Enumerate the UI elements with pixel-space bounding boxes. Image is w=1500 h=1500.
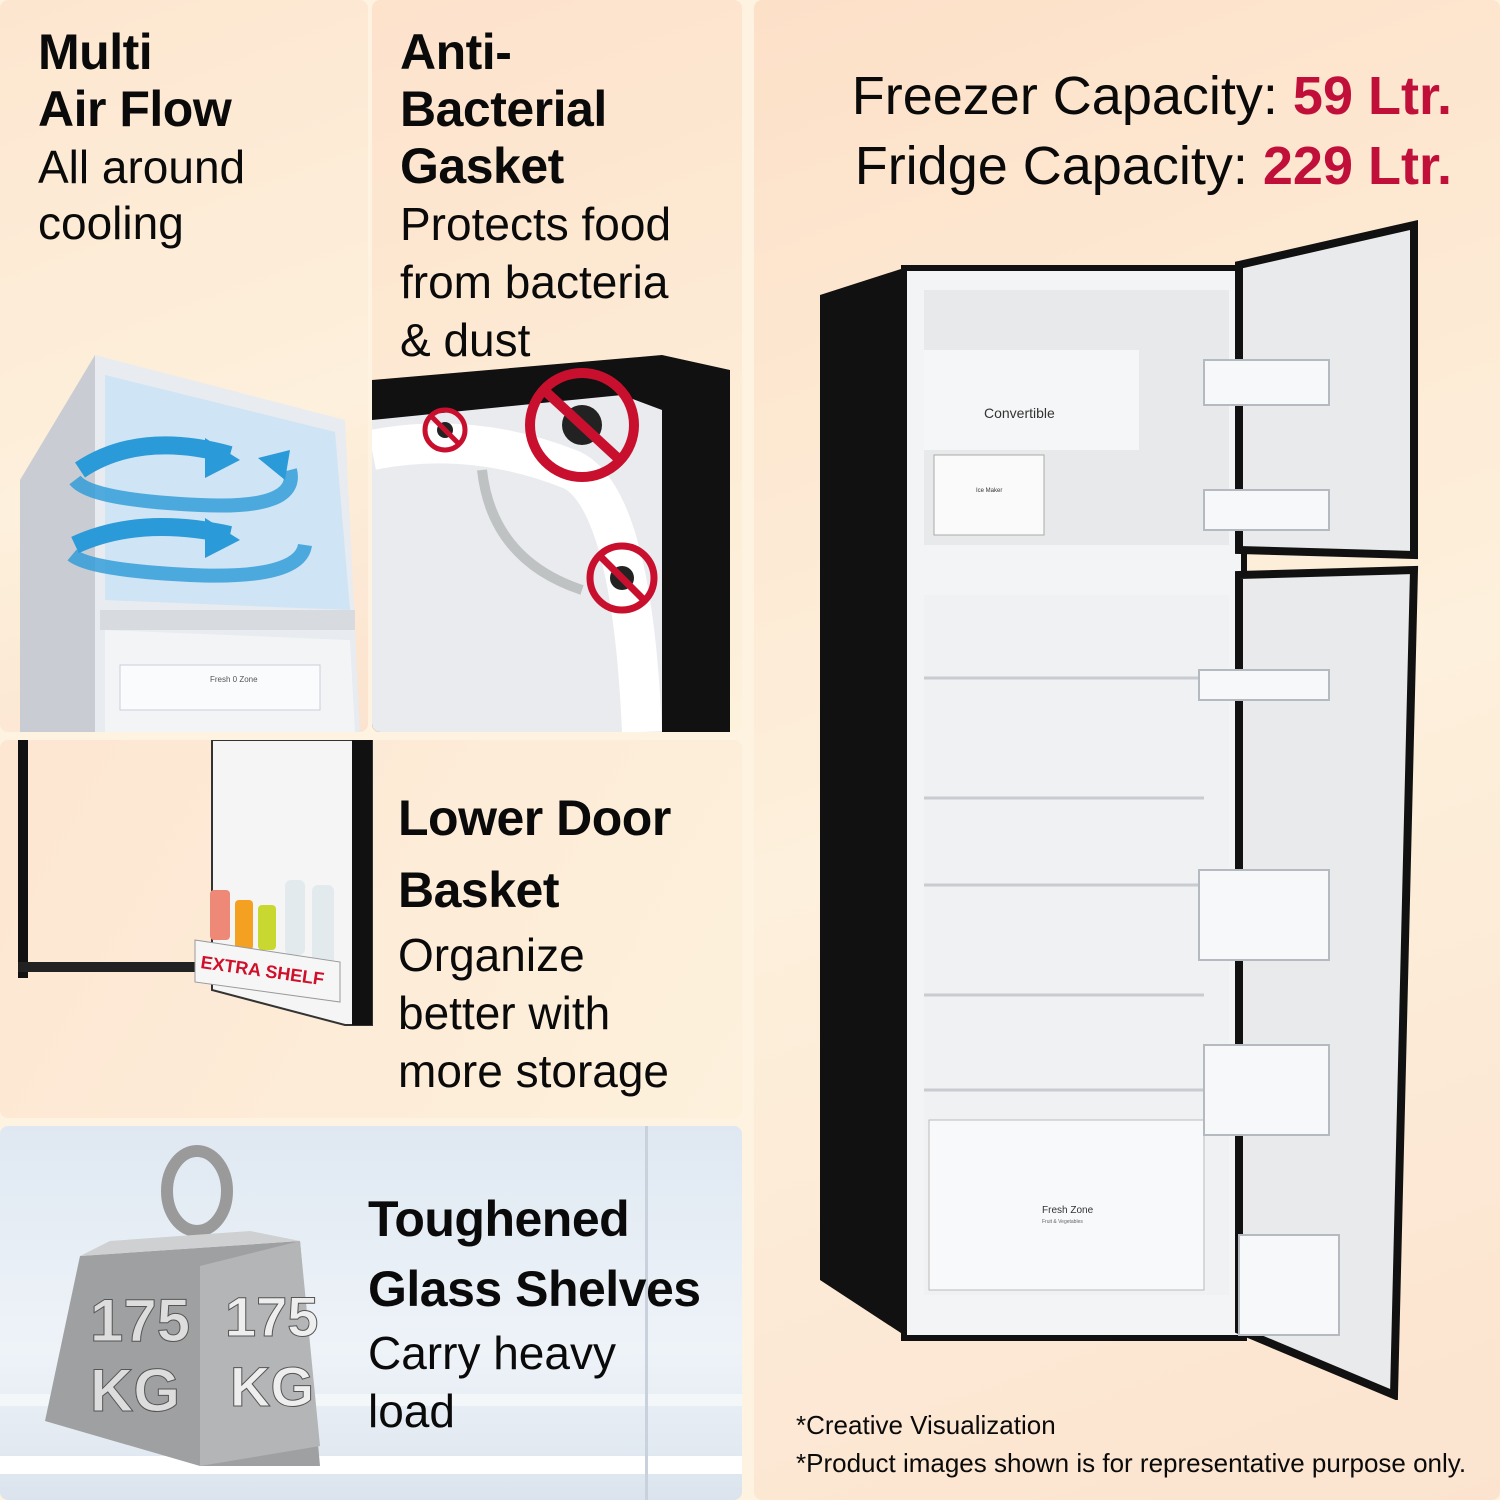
capacity-panel: Freezer Capacity: 59 Ltr. Fridge Capacit… [754, 0, 1500, 1500]
fresh-zone-drawer-label: Fresh 0 Zone [210, 675, 258, 684]
gasket-panel: Anti- Bacterial Gasket Protects food fro… [372, 0, 742, 732]
weight-unit-side: KG [230, 1355, 314, 1418]
door-basket-title-2: Basket [398, 862, 559, 918]
freezer-capacity-label: Freezer Capacity: [851, 66, 1278, 126]
air-flow-desc-2: cooling [38, 197, 184, 249]
gasket-desc-3: & dust [400, 314, 531, 366]
glass-shelves-desc-2: load [368, 1385, 455, 1437]
gasket-title-3: Gasket [400, 138, 564, 194]
fridge-capacity-value: 229 Ltr. [1262, 136, 1452, 196]
weight-unit-front: KG [90, 1357, 180, 1424]
representative-purpose-note: *Product images shown is for representat… [796, 1448, 1467, 1478]
door-basket-title-1: Lower Door [398, 790, 671, 846]
weight-175kg-illustration: 175 KG 175 KG [0, 1126, 742, 1500]
gasket-desc-1: Protects food [400, 198, 672, 250]
fridge-capacity: Fridge Capacity: 229 Ltr. [855, 136, 1452, 196]
door-basket-desc-2: better with [398, 987, 611, 1039]
ice-maker-label: Ice Maker [976, 488, 1002, 494]
door-basket-desc-1: Organize [398, 929, 585, 981]
airflow-fridge-illustration: Fresh 0 Zone [20, 355, 360, 732]
weight-number-front: 175 [90, 1287, 190, 1354]
convertible-label: Convertible [984, 405, 1055, 421]
bacteria-prohibited-icon [586, 542, 658, 614]
door-basket-panel: EXTRA SHELF Lower Door Basket Organize b… [0, 740, 742, 1118]
air-flow-title-1: Multi [38, 24, 153, 80]
gasket-title-1: Anti- [400, 24, 512, 80]
multi-air-flow-panel: Multi Air Flow All around cooling Fresh … [0, 0, 368, 732]
bacteria-prohibited-icon [525, 368, 639, 482]
air-flow-desc-1: All around [38, 141, 246, 193]
glass-shelves-panel: 175 KG 175 KG Toughened Glass Shelves Ca… [0, 1126, 742, 1500]
door-basket-illustration: EXTRA SHELF [18, 740, 373, 1026]
fridge-capacity-label: Fridge Capacity: [854, 136, 1248, 196]
fresh-zone-label: Fresh Zone [1042, 1205, 1094, 1216]
gasket-title-2: Bacterial [400, 81, 607, 137]
glass-shelves-desc-1: Carry heavy [368, 1327, 616, 1379]
weight-number-side: 175 [225, 1285, 318, 1348]
bacteria-prohibited-icon [422, 407, 468, 453]
air-flow-title-2: Air Flow [38, 81, 232, 137]
door-basket-desc-3: more storage [398, 1045, 670, 1097]
freezer-capacity: Freezer Capacity: 59 Ltr. [852, 66, 1452, 126]
fresh-zone-sublabel: Fruit & Vegetables [1042, 1219, 1083, 1225]
glass-shelves-title-1: Toughened [368, 1191, 630, 1247]
gasket-illustration [372, 355, 730, 732]
glass-shelves-title-2: Glass Shelves [368, 1261, 701, 1317]
gasket-desc-2: from bacteria [400, 256, 669, 308]
freezer-capacity-value: 59 Ltr. [1292, 66, 1452, 126]
open-fridge-illustration: Convertible Ice Maker Fresh Zone Fruit &… [820, 219, 1419, 1400]
creative-visualization-note: *Creative Visualization [796, 1410, 1056, 1440]
